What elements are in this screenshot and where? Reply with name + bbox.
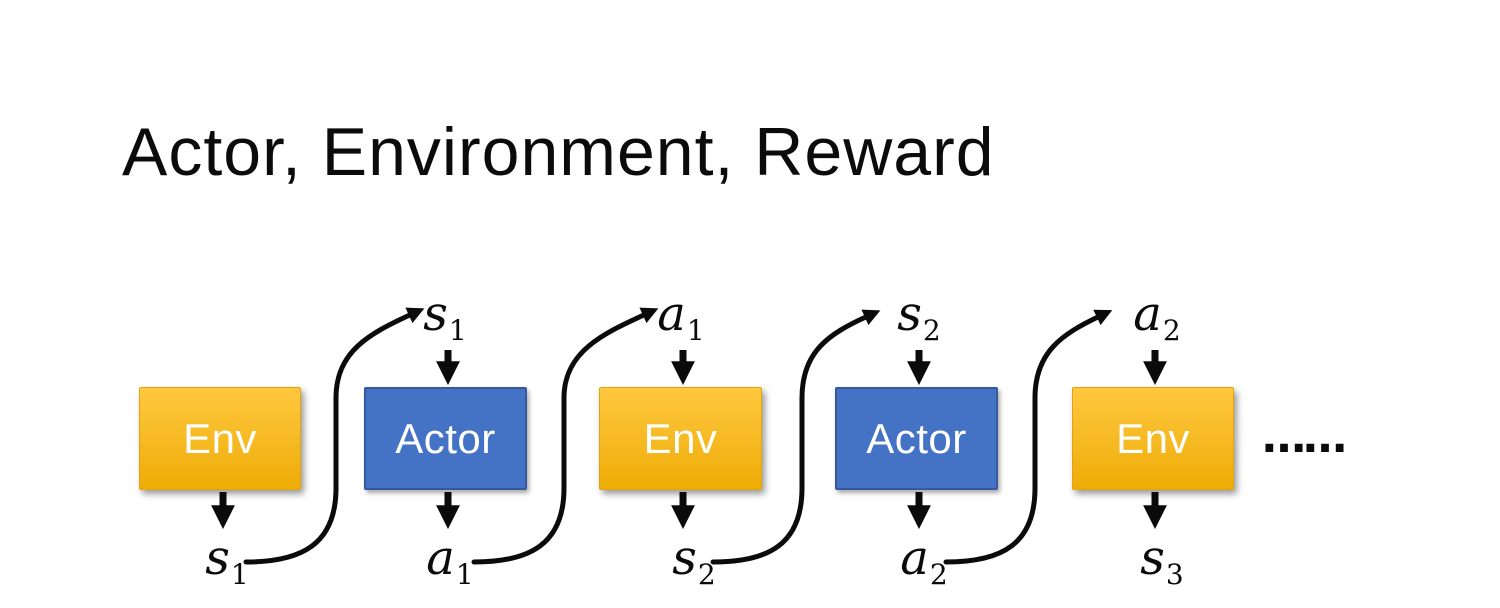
bottom-label-a1-base: a bbox=[426, 530, 455, 586]
bottom-label-s1-sub: 1 bbox=[230, 558, 249, 591]
top-label-a1: a1 bbox=[657, 290, 704, 345]
top-label-s1: s1 bbox=[423, 290, 466, 345]
bottom-label-s2: s2 bbox=[672, 534, 715, 589]
env-box-2-label: Env bbox=[643, 414, 718, 462]
bottom-label-s3: s3 bbox=[1140, 534, 1183, 589]
bottom-label-s1-base: s bbox=[205, 530, 230, 586]
bottom-label-s2-base: s bbox=[672, 530, 697, 586]
continuation-ellipsis: …… bbox=[1262, 412, 1347, 463]
bottom-label-a1-sub: 1 bbox=[455, 558, 474, 591]
actor-box-1: Actor bbox=[364, 387, 527, 490]
env-box-1-label: Env bbox=[183, 414, 257, 462]
actor-box-1-label: Actor bbox=[395, 414, 496, 462]
actor-box-2: Actor bbox=[835, 387, 998, 490]
top-label-s2-base: s bbox=[897, 286, 922, 342]
bottom-label-a2-sub: 2 bbox=[929, 558, 948, 591]
bottom-label-s3-base: s bbox=[1140, 530, 1165, 586]
bottom-label-s3-sub: 3 bbox=[1165, 558, 1184, 591]
top-label-s2-sub: 2 bbox=[922, 314, 941, 347]
env-box-1: Env bbox=[139, 387, 301, 490]
bottom-label-a2-base: a bbox=[900, 530, 929, 586]
top-label-a2-base: a bbox=[1133, 286, 1162, 342]
env-box-2: Env bbox=[599, 387, 762, 490]
top-label-a2-sub: 2 bbox=[1162, 314, 1181, 347]
env-box-3: Env bbox=[1072, 387, 1234, 490]
top-label-s1-sub: 1 bbox=[448, 314, 467, 347]
actor-box-2-label: Actor bbox=[866, 414, 967, 462]
bottom-label-a2: a2 bbox=[900, 534, 947, 589]
page-title: Actor, Environment, Reward bbox=[122, 114, 995, 190]
bottom-label-s1: s1 bbox=[205, 534, 248, 589]
top-label-a1-sub: 1 bbox=[686, 314, 705, 347]
top-label-a2: a2 bbox=[1133, 290, 1180, 345]
top-label-s1-base: s bbox=[423, 286, 448, 342]
env-box-3-label: Env bbox=[1116, 414, 1190, 462]
bottom-label-a1: a1 bbox=[426, 534, 473, 589]
top-label-a1-base: a bbox=[657, 286, 686, 342]
top-label-s2: s2 bbox=[897, 290, 940, 345]
bottom-label-s2-sub: 2 bbox=[697, 558, 716, 591]
